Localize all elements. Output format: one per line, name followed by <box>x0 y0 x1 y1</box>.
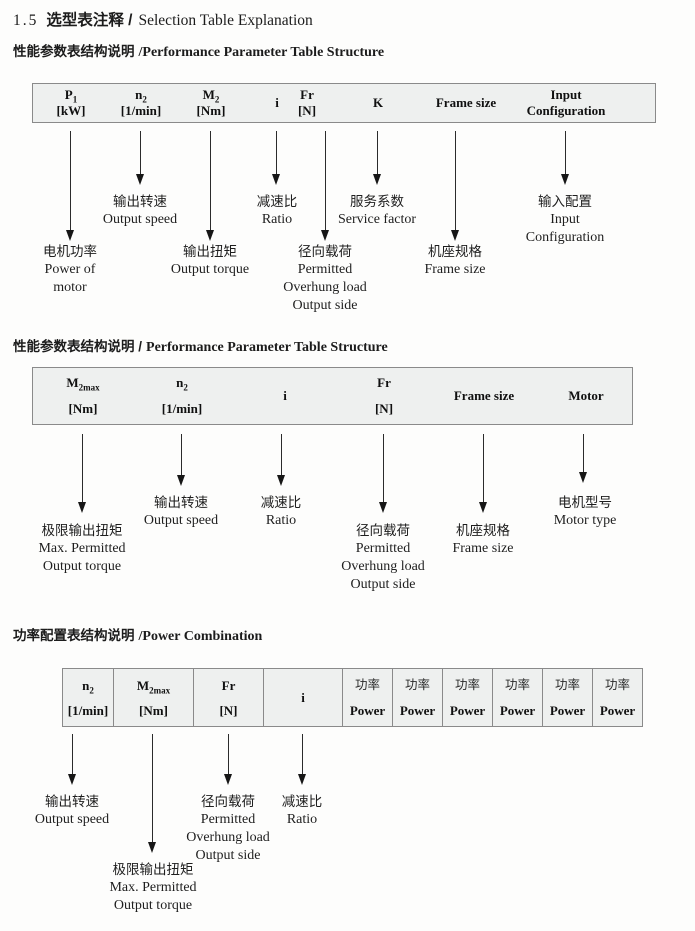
t1-col-i: i <box>275 95 279 110</box>
title-number: 1.5 <box>13 12 39 29</box>
title-english: Selection Table Explanation <box>138 12 313 29</box>
title-chinese: 选型表注释 / <box>46 12 133 29</box>
callout-output-speed: 输出转速 Output speed <box>34 794 110 827</box>
t3-col-power-4: 功率 Power <box>492 669 542 726</box>
arrowhead-icon <box>479 502 487 513</box>
arrow-down <box>206 131 214 241</box>
t3-col-power-6: 功率 Power <box>592 669 642 726</box>
callout-overhung-load: 径向载荷 Permitted Overhung load Output side <box>341 523 425 592</box>
callout-motor-type: 电机型号 Motor type <box>553 495 617 528</box>
arrowhead-icon <box>148 842 156 853</box>
page-title: 1.5 选型表注释 / Selection Table Explanation <box>13 8 313 30</box>
t1-col-k: K <box>372 95 384 110</box>
arrowhead-icon <box>66 230 74 241</box>
t3-col-power-2: 功率 Power <box>392 669 442 726</box>
t1-col-input-configuration: Input Configuration <box>526 87 606 118</box>
t1-col-m2: M2 [Nm] <box>196 87 226 118</box>
arrow-down <box>272 131 280 185</box>
arrowhead-icon <box>321 230 329 241</box>
arrowhead-icon <box>136 174 144 185</box>
section2-heading: 性能参数表结构说明 / Performance Parameter Table … <box>13 335 388 356</box>
arrow-down <box>579 434 587 483</box>
t1-col-p1: P1 [kW] <box>56 87 86 118</box>
callout-overhung-load: 径向载荷 Permitted Overhung load Output side <box>283 244 367 313</box>
section3-heading: 功率配置表结构说明 /Power Combination <box>13 624 262 645</box>
callout-power-of-motor: 电机功率 Power of motor <box>43 244 97 295</box>
t3-col-power-5: 功率 Power <box>542 669 592 726</box>
callout-max-output-torque: 极限输出扭矩 Max. Permitted Output torque <box>38 523 126 574</box>
arrowhead-icon <box>451 230 459 241</box>
arrow-down <box>277 434 285 486</box>
arrowhead-icon <box>298 774 306 785</box>
t2-col-n2: n2 [1/min] <box>161 375 203 416</box>
arrow-down <box>136 131 144 185</box>
arrow-down <box>479 434 487 513</box>
arrowhead-icon <box>68 774 76 785</box>
arrow-down <box>78 434 86 513</box>
t3-col-fr: Fr [N] <box>193 669 263 726</box>
t3-col-m2max: M2max [Nm] <box>113 669 193 726</box>
arrow-down <box>379 434 387 513</box>
callout-max-output-torque: 极限输出扭矩 Max. Permitted Output torque <box>109 862 197 913</box>
callout-ratio: 减速比 Ratio <box>260 495 302 528</box>
t2-col-i: i <box>283 388 287 403</box>
power-combination-table: n2 [1/min] M2max [Nm] Fr [N] i 功率 Power … <box>62 668 643 727</box>
t2-col-m2max: M2max [Nm] <box>66 375 100 416</box>
arrow-down <box>561 131 569 185</box>
arrow-down <box>373 131 381 185</box>
arrow-down <box>321 131 329 241</box>
t3-col-power-3: 功率 Power <box>442 669 492 726</box>
callout-frame-size: 机座规格 Frame size <box>452 523 514 556</box>
callout-service-factor: 服务系数 Service factor <box>337 194 417 227</box>
arrow-down <box>148 734 156 853</box>
performance-table-1: P1 [kW] n2 [1/min] M2 [Nm] i Fr [N] K Fr… <box>32 83 656 123</box>
t3-col-i: i <box>263 669 342 726</box>
t3-col-n2: n2 [1/min] <box>67 677 109 718</box>
arrow-down <box>224 734 232 785</box>
t2-col-fr: Fr [N] <box>374 375 394 416</box>
arrowhead-icon <box>579 472 587 483</box>
t2-col-motor: Motor <box>568 388 604 403</box>
t1-col-frame-size: Frame size <box>435 95 497 110</box>
t1-col-fr: Fr [N] <box>297 87 317 118</box>
arrow-down <box>66 131 74 241</box>
callout-output-speed: 输出转速 Output speed <box>143 495 219 528</box>
arrowhead-icon <box>224 774 232 785</box>
section1-heading-zh: 性能参数表结构说明 <box>13 44 135 59</box>
arrowhead-icon <box>272 174 280 185</box>
section3-heading-en: /Power Combination <box>138 629 263 644</box>
callout-ratio: 减速比 Ratio <box>281 794 323 827</box>
arrowhead-icon <box>78 502 86 513</box>
t3-col-power-1: 功率 Power <box>342 669 392 726</box>
arrowhead-icon <box>206 230 214 241</box>
arrowhead-icon <box>373 174 381 185</box>
t2-col-frame-size: Frame size <box>453 388 515 403</box>
section1-heading-en: /Performance Parameter Table Structure <box>138 45 385 60</box>
callout-input-configuration: 输入配置 Input Configuration <box>525 194 605 245</box>
callout-overhung-load: 径向载荷 Permitted Overhung load Output side <box>186 794 270 863</box>
arrowhead-icon <box>277 475 285 486</box>
callout-output-torque: 输出扭矩 Output torque <box>170 244 250 277</box>
arrow-down <box>451 131 459 241</box>
arrowhead-icon <box>561 174 569 185</box>
section2-heading-zh: 性能参数表结构说明 / <box>13 339 143 354</box>
section3-heading-zh: 功率配置表结构说明 <box>13 628 135 643</box>
section2-heading-en: Performance Parameter Table Structure <box>146 340 388 355</box>
callout-ratio: 减速比 Ratio <box>256 194 298 227</box>
arrow-down <box>177 434 185 486</box>
arrow-down <box>298 734 306 785</box>
performance-table-2: M2max [Nm] n2 [1/min] i Fr [N] Frame siz… <box>32 367 633 425</box>
t1-col-n2: n2 [1/min] <box>120 87 162 118</box>
callout-frame-size: 机座规格 Frame size <box>424 244 486 277</box>
section1-heading: 性能参数表结构说明 /Performance Parameter Table S… <box>13 40 384 61</box>
arrowhead-icon <box>379 502 387 513</box>
arrowhead-icon <box>177 475 185 486</box>
arrow-down <box>68 734 76 785</box>
callout-output-speed: 输出转速 Output speed <box>102 194 178 227</box>
